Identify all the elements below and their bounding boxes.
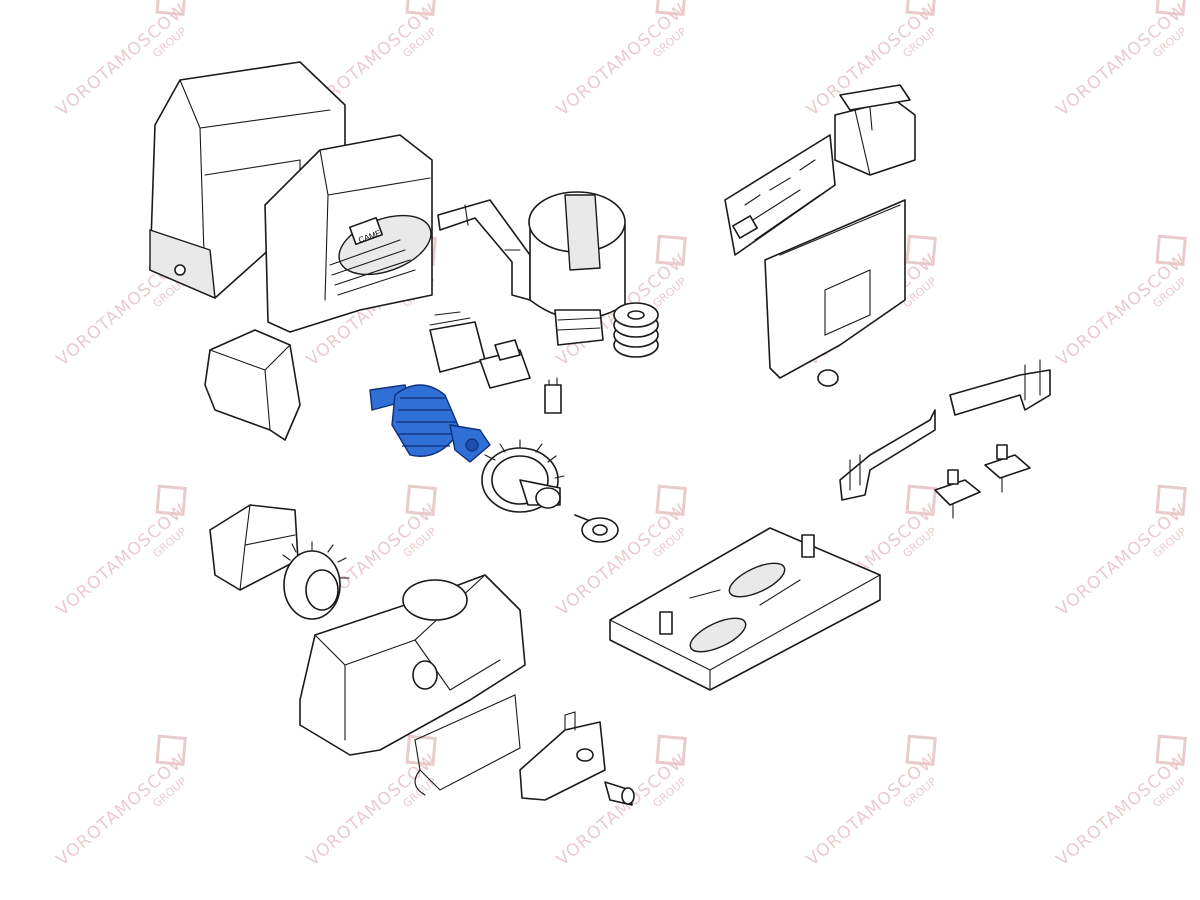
watermark-emblem-icon [1155, 234, 1187, 267]
gear-cover[interactable] [209, 504, 299, 591]
watermark-emblem-icon [1155, 484, 1187, 517]
release-key[interactable] [604, 781, 635, 806]
worm-shaft-assembly-highlighted[interactable] [369, 384, 491, 463]
watermark-emblem-icon [405, 734, 437, 767]
motor-bracket[interactable] [437, 199, 531, 301]
watermark-brand-text: VOROTAMOSCOW [1053, 750, 1191, 870]
watermark-emblem-icon [155, 734, 187, 767]
watermark-brand-text: VOROTAMOSCOW [803, 750, 941, 870]
limit-bracket-left[interactable] [839, 409, 936, 501]
watermark-emblem-icon [405, 484, 437, 517]
watermark-brand-text: VOROTAMOSCOW [53, 500, 191, 620]
watermark-emblem-icon [905, 734, 937, 767]
front-cover[interactable]: CAME [264, 134, 439, 333]
watermark-emblem-icon [655, 484, 687, 517]
watermark-emblem-icon [905, 234, 937, 267]
watermark-brand-text: VOROTAMOSCOW [1053, 250, 1191, 370]
foundation-plate[interactable] [609, 527, 881, 691]
watermark-emblem-icon [655, 734, 687, 767]
watermark-emblem-icon [405, 0, 437, 17]
limit-switch[interactable] [429, 311, 531, 389]
watermark-emblem-icon [905, 0, 937, 17]
anchor-bolt-2[interactable] [984, 444, 1031, 493]
gasket[interactable] [414, 694, 521, 796]
drive-pinion[interactable] [282, 541, 350, 620]
watermark-emblem-icon [655, 0, 687, 17]
watermark-emblem-icon [1155, 734, 1187, 767]
watermark-emblem-icon [155, 0, 187, 17]
watermark-brand-text: VOROTAMOSCOW [553, 0, 691, 120]
watermark-brand-text: VOROTAMOSCOW [53, 750, 191, 870]
release-lever-cover[interactable] [519, 711, 606, 801]
watermark-brand-text: VOROTAMOSCOW [1053, 0, 1191, 120]
watermark-emblem-icon [155, 484, 187, 517]
board-mounting-plate[interactable] [764, 199, 906, 387]
watermark-emblem-icon [1155, 0, 1187, 17]
watermark-emblem-icon [655, 234, 687, 267]
large-gear[interactable] [481, 439, 565, 513]
watermark-brand-text: VOROTAMOSCOW [1053, 500, 1191, 620]
terminal-connector[interactable] [544, 377, 562, 414]
spring-coil[interactable] [613, 302, 659, 358]
watermark-emblem-icon [905, 484, 937, 517]
control-board[interactable] [724, 134, 836, 256]
transformer[interactable] [834, 84, 916, 176]
gearbox-housing[interactable] [299, 574, 526, 756]
end-cap[interactable] [204, 329, 301, 441]
anchor-bolt-1[interactable] [934, 469, 981, 519]
pinion-shaft[interactable] [574, 514, 619, 543]
motor[interactable] [528, 191, 626, 346]
limit-bracket-right[interactable] [949, 359, 1051, 416]
